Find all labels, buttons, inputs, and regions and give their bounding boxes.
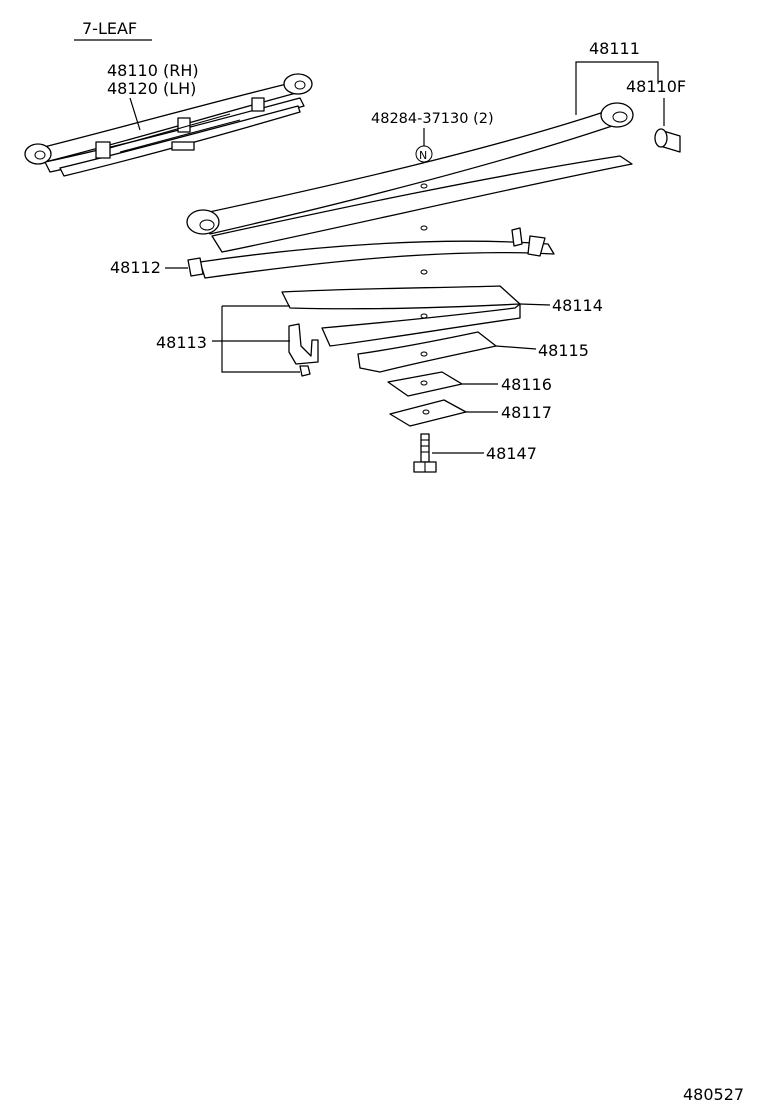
label-48147: 48147 xyxy=(486,444,537,463)
label-nut: 48284-37130 (2) xyxy=(371,111,494,127)
leaf-no2-long-illustration xyxy=(211,155,633,253)
figure-number: 480527 xyxy=(683,1085,744,1104)
leaf-no1-illustration xyxy=(186,102,634,235)
label-48111: 48111 xyxy=(589,39,640,58)
label-48110: 48110 (RH) xyxy=(107,61,199,80)
leader-48115 xyxy=(495,345,537,350)
leader-48113-bracket xyxy=(221,306,300,373)
label-48114: 48114 xyxy=(552,296,603,315)
leader-48110 xyxy=(129,97,141,131)
nut-symbol: N xyxy=(419,149,427,162)
leaf-48117-illustration xyxy=(389,399,467,427)
leaf-48116-illustration xyxy=(387,371,463,397)
clip-48113-illustration xyxy=(288,323,319,377)
leader-48111 xyxy=(575,61,659,115)
label-48110f: 48110F xyxy=(626,77,686,96)
label-48115: 48115 xyxy=(538,341,589,360)
leaf-48112-illustration xyxy=(187,227,555,279)
label-48112: 48112 xyxy=(110,258,161,277)
label-48117: 48117 xyxy=(501,403,552,422)
nut-circle xyxy=(415,145,433,163)
label-48116: 48116 xyxy=(501,375,552,394)
leaf-48114-illustration xyxy=(281,285,521,347)
spring-assembly-illustration xyxy=(24,73,313,177)
label-48113: 48113 xyxy=(156,333,207,352)
bushing-illustration xyxy=(654,128,681,153)
diagram-title: 7-LEAF xyxy=(82,19,137,38)
center-bolt-illustration xyxy=(413,433,437,473)
label-48120: 48120 (LH) xyxy=(107,79,196,98)
leader-48114 xyxy=(519,303,551,306)
